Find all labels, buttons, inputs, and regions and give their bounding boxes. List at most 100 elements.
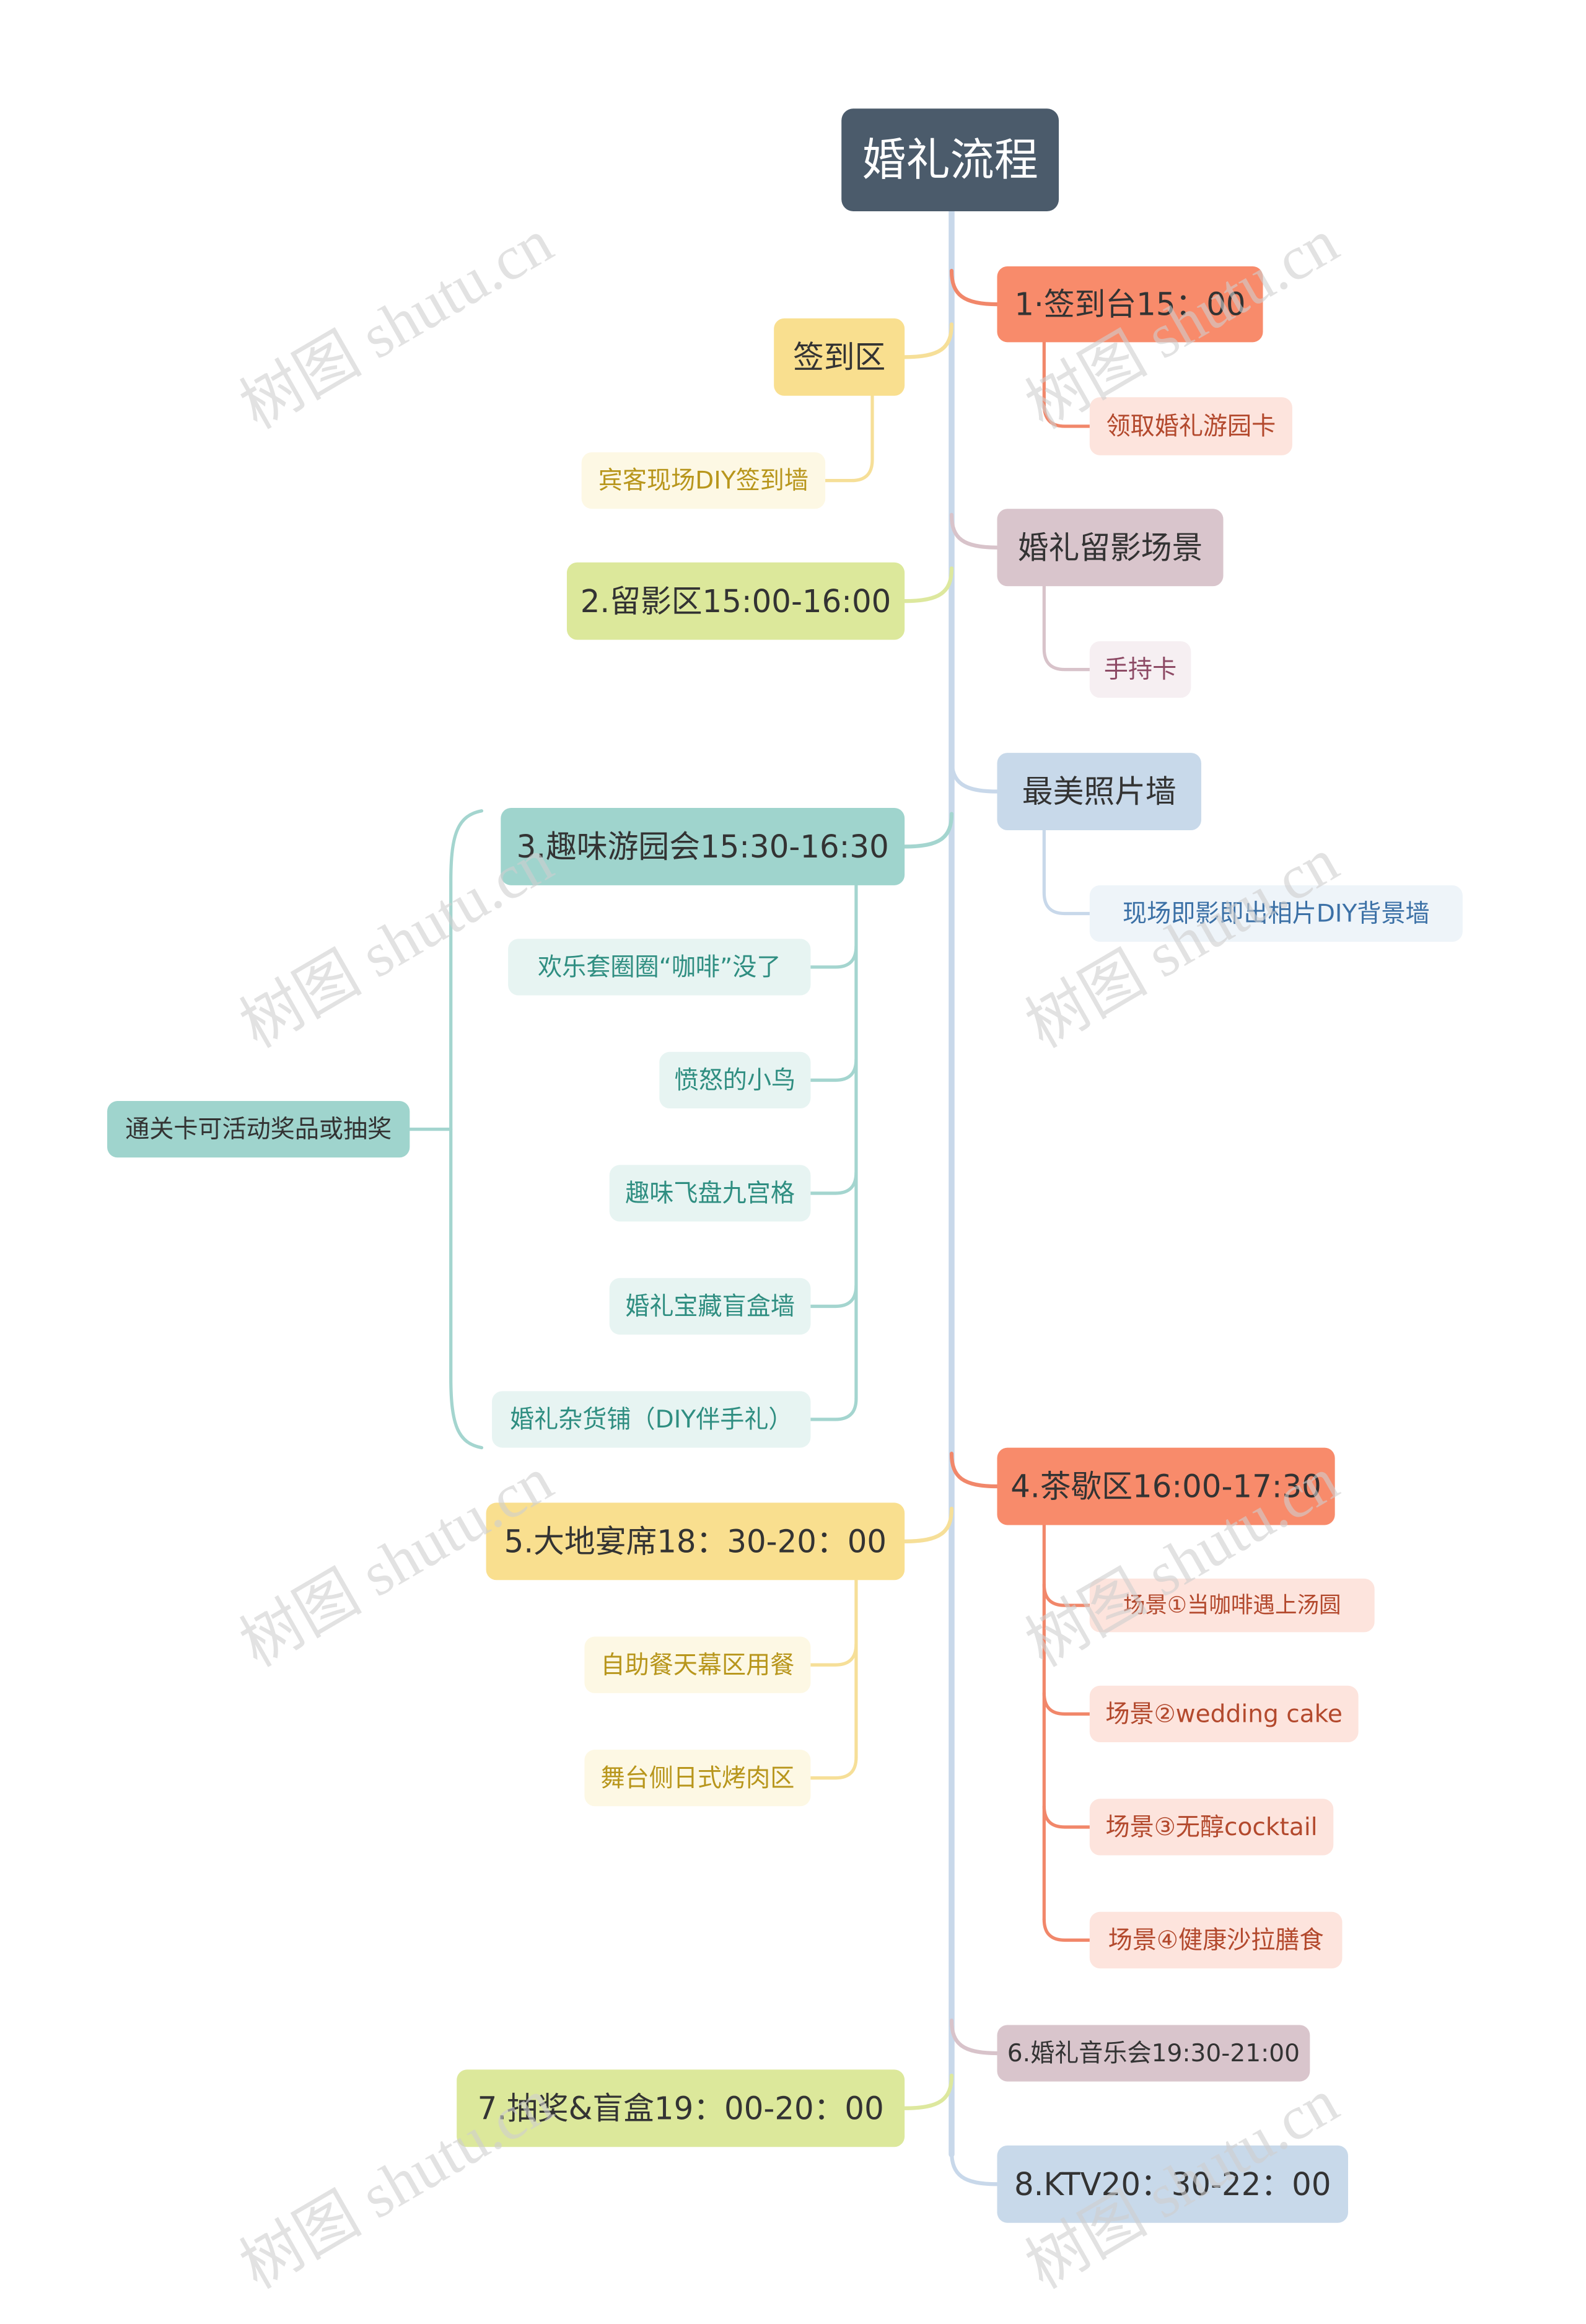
subtopic-frisbee-grid-label: 趣味飞盘九宫格 bbox=[625, 1179, 795, 1208]
branch-connector bbox=[949, 268, 999, 307]
subtopic-scene-3-box bbox=[1089, 1799, 1334, 1856]
subtopic-ring-toss: 欢乐套圈圈“咖啡”没了 bbox=[508, 939, 811, 996]
subtopic-grocery-store: 婚礼杂货铺（DIY伴手礼） bbox=[492, 1391, 811, 1448]
subtopic-scene-4: 场景④健康沙拉膳食 bbox=[1089, 1911, 1343, 1969]
subtopic-buffet-label: 自助餐天幕区用餐 bbox=[601, 1651, 795, 1679]
child-connector bbox=[808, 1755, 858, 1780]
child-connector bbox=[808, 1170, 858, 1195]
topic-signin-desk: 1·签到台15：00 bbox=[997, 266, 1263, 343]
topic-photo-wall-box bbox=[997, 753, 1201, 830]
subtopic-instant-photo-wall: 现场即影即出相片DIY背景墙 bbox=[1089, 885, 1463, 942]
topic-lottery: 7.抽奖&盲盒19：00-20：00 bbox=[457, 2069, 905, 2147]
branch-connector bbox=[903, 566, 954, 603]
topic-photo-wall: 最美照片墙 bbox=[997, 753, 1201, 830]
subtopic-ring-toss-label: 欢乐套圈圈“咖啡”没了 bbox=[538, 953, 781, 981]
branch-connector bbox=[949, 2149, 999, 2186]
subtopic-angry-birds-box bbox=[659, 1051, 811, 1109]
watermark-text: 树图 shutu.cn bbox=[230, 2066, 564, 2302]
topic-garden-party: 3.趣味游园会15:30-16:30 bbox=[501, 807, 905, 885]
subtopic-mystery-box-wall-label: 婚礼宝藏盲盒墙 bbox=[625, 1292, 795, 1320]
subtopic-grocery-store-box bbox=[492, 1391, 811, 1448]
topic-photo-scene-box bbox=[997, 509, 1224, 587]
subtopic-frisbee-grid: 趣味飞盘九宫格 bbox=[609, 1165, 811, 1222]
subtopic-handheld-card: 手持卡 bbox=[1089, 641, 1191, 698]
branch-connector bbox=[949, 512, 999, 550]
subtopic-angry-birds: 愤怒的小鸟 bbox=[659, 1051, 811, 1109]
child-connector bbox=[1042, 828, 1092, 916]
subtopic-scene-1-box bbox=[1089, 1578, 1375, 1633]
branch-connector bbox=[949, 2018, 999, 2056]
subtopic-scene-4-label: 场景④健康沙拉膳食 bbox=[1108, 1926, 1324, 1954]
branch-connector bbox=[903, 1506, 954, 1543]
branch-connector bbox=[903, 322, 954, 359]
child-connector bbox=[1042, 1918, 1092, 1942]
child-connector bbox=[1042, 340, 1092, 428]
subtopic-scene-4-box bbox=[1089, 1911, 1343, 1969]
root-topic: 婚礼流程 bbox=[841, 108, 1059, 211]
child-connector bbox=[1042, 1804, 1092, 1829]
topic-signin-area-label: 签到区 bbox=[793, 339, 885, 375]
subtopic-grocery-store-label: 婚礼杂货铺（DIY伴手礼） bbox=[510, 1405, 793, 1434]
subtopic-handheld-card-box bbox=[1089, 641, 1191, 698]
subtopic-bbq: 舞台侧日式烤肉区 bbox=[584, 1750, 811, 1807]
topic-tea-break-box bbox=[997, 1447, 1335, 1525]
subtopic-scene-1-label: 场景①当咖啡遇上汤圆 bbox=[1123, 1592, 1341, 1618]
branch-connector bbox=[949, 756, 999, 794]
subtopic-instant-photo-wall-box bbox=[1089, 885, 1463, 942]
topic-signin-area-box bbox=[774, 318, 905, 396]
child-connector bbox=[1042, 1582, 1092, 1607]
root-topic-label: 婚礼流程 bbox=[862, 134, 1038, 186]
topic-signin-desk-box bbox=[997, 266, 1263, 343]
subtopic-scene-2: 场景②wedding cake bbox=[1089, 1685, 1359, 1743]
subtopic-garden-pass-label: 领取婚礼游园卡 bbox=[1106, 412, 1276, 441]
branch-connector bbox=[949, 1452, 999, 1489]
subtopic-bbq-label: 舞台侧日式烤肉区 bbox=[601, 1764, 795, 1792]
summary-reward-pass-box bbox=[107, 1101, 410, 1158]
topic-signin-area: 签到区 bbox=[774, 318, 905, 396]
topic-garden-party-box bbox=[501, 807, 905, 885]
child-connector bbox=[808, 1397, 858, 1421]
subtopic-instant-photo-wall-label: 现场即影即出相片DIY背景墙 bbox=[1123, 899, 1430, 927]
subtopic-garden-pass-box bbox=[1089, 397, 1292, 455]
subtopic-scene-3: 场景③无醇cocktail bbox=[1089, 1799, 1334, 1856]
subtopic-scene-1: 场景①当咖啡遇上汤圆 bbox=[1089, 1578, 1375, 1633]
topic-music-concert-box bbox=[997, 2025, 1310, 2082]
topic-tea-break-label: 4.茶歇区16:00-17:30 bbox=[1010, 1468, 1321, 1504]
topic-banquet-label: 5.大地宴席18：30-20：00 bbox=[504, 1523, 887, 1559]
topic-garden-party-label: 3.趣味游园会15:30-16:30 bbox=[517, 828, 889, 865]
topic-ktv-label: 8.KTV20：30-22：00 bbox=[1014, 2166, 1331, 2203]
subtopic-scene-2-box bbox=[1089, 1685, 1359, 1743]
summary-reward-pass: 通关卡可活动奖品或抽奖 bbox=[107, 1101, 410, 1158]
subtopic-angry-birds-label: 愤怒的小鸟 bbox=[675, 1066, 796, 1094]
topic-tea-break: 4.茶歇区16:00-17:30 bbox=[997, 1447, 1335, 1525]
child-connector bbox=[1042, 1691, 1092, 1716]
topic-banquet-box bbox=[486, 1502, 905, 1581]
topic-photo-area: 2.留影区15:00-16:00 bbox=[566, 562, 905, 640]
child-connector bbox=[1042, 584, 1092, 672]
topic-lottery-box bbox=[457, 2069, 905, 2147]
subtopic-mystery-box-wall-box bbox=[609, 1278, 811, 1335]
child-connector bbox=[808, 1284, 858, 1309]
topic-photo-scene-label: 婚礼留影场景 bbox=[1018, 529, 1203, 566]
topic-photo-area-box bbox=[566, 562, 905, 640]
topic-music-concert-label: 6.婚礼音乐会19:30-21:00 bbox=[1007, 2039, 1300, 2067]
topic-lottery-label: 7.抽奖&盲盒19：00-20：00 bbox=[478, 2090, 884, 2126]
topic-ktv-box bbox=[997, 2145, 1348, 2223]
subtopic-diy-signin-wall-box bbox=[581, 452, 826, 509]
branch-connector bbox=[903, 812, 954, 849]
subtopic-handheld-card-label: 手持卡 bbox=[1104, 655, 1176, 683]
subtopic-buffet: 自助餐天幕区用餐 bbox=[584, 1636, 811, 1693]
subtopic-mystery-box-wall: 婚礼宝藏盲盒墙 bbox=[609, 1278, 811, 1335]
summary-reward-pass-label: 通关卡可活动奖品或抽奖 bbox=[125, 1115, 392, 1144]
subtopic-scene-3-label: 场景③无醇cocktail bbox=[1106, 1813, 1318, 1841]
topic-photo-area-label: 2.留影区15:00-16:00 bbox=[581, 582, 892, 619]
subtopic-ring-toss-box bbox=[508, 939, 811, 996]
subtopic-garden-pass: 领取婚礼游园卡 bbox=[1089, 397, 1292, 455]
child-connector bbox=[808, 1058, 858, 1082]
subtopic-diy-signin-wall: 宾客现场DIY签到墙 bbox=[581, 452, 826, 509]
topic-signin-desk-label: 1·签到台15：00 bbox=[1014, 286, 1245, 322]
topic-ktv: 8.KTV20：30-22：00 bbox=[997, 2145, 1348, 2223]
topic-photo-scene: 婚礼留影场景 bbox=[997, 509, 1224, 587]
child-connector bbox=[808, 1642, 858, 1667]
